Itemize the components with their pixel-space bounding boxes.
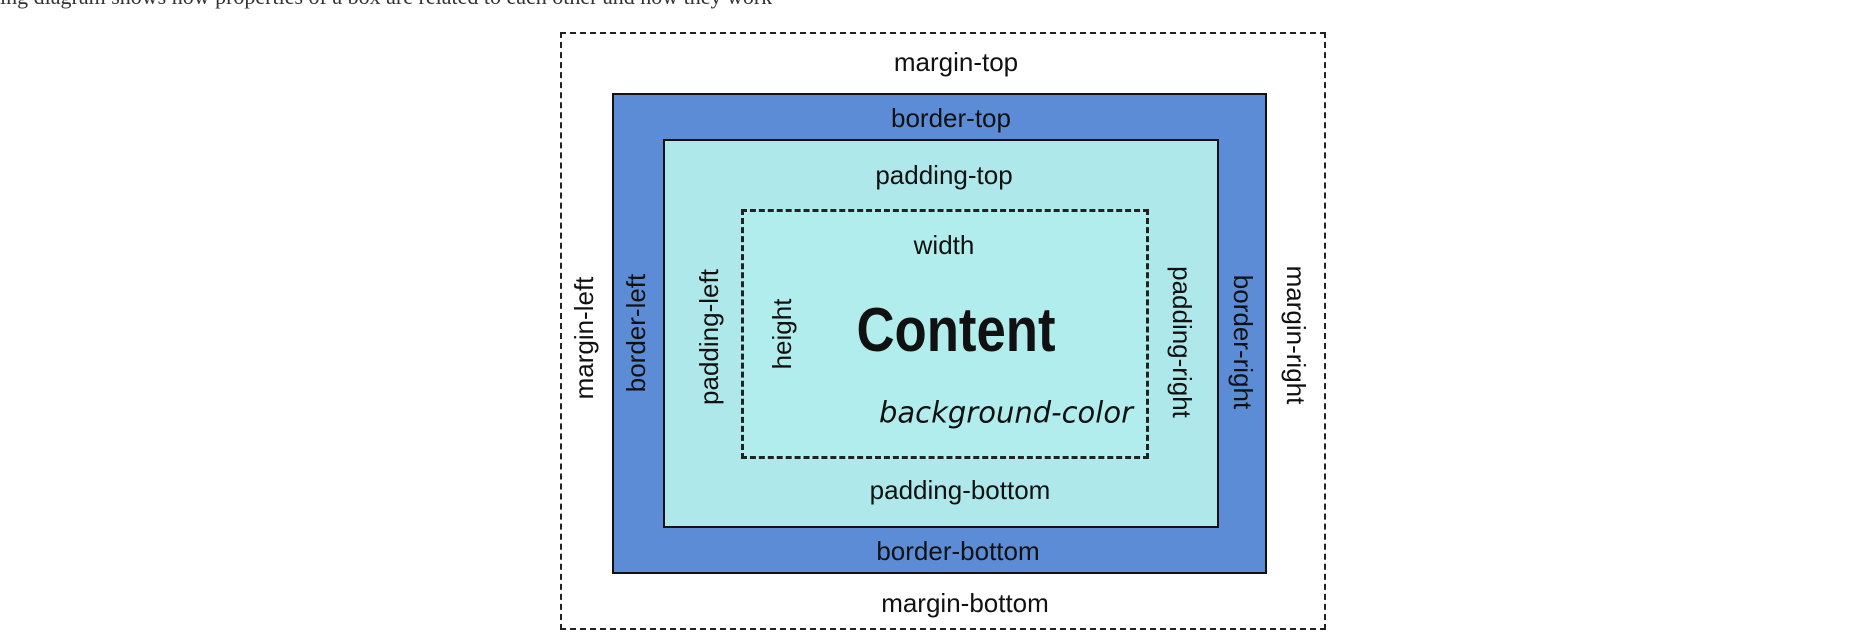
padding-bottom-label: padding-bottom [869, 475, 1051, 505]
margin-right-label: margin-right [1281, 265, 1311, 405]
margin-left-label: margin-left [569, 276, 599, 400]
border-left-label: border-left [621, 273, 651, 393]
height-label: height [767, 298, 797, 370]
padding-left-label: padding-left [694, 269, 724, 405]
caption-text: ing diagram shows how properties of a bo… [0, 0, 1000, 14]
padding-right-label: padding-right [1167, 266, 1197, 418]
background-color-label: background-color [878, 395, 1134, 430]
border-bottom-label: border-bottom [876, 536, 1040, 566]
content-title: Content [856, 296, 1056, 365]
border-top-label: border-top [891, 103, 1011, 133]
content-area [741, 209, 1149, 459]
margin-bottom-label: margin-bottom [881, 588, 1049, 618]
padding-top-label: padding-top [875, 160, 1013, 190]
margin-top-label: margin-top [893, 47, 1019, 77]
border-right-label: border-right [1228, 274, 1258, 410]
width-label: width [913, 230, 975, 260]
